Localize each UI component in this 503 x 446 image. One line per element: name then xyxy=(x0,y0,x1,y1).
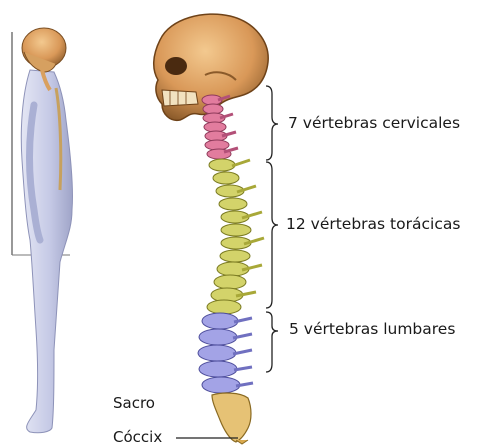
coccyx-label: Cóccix xyxy=(113,430,162,445)
thoracic-vertebrae xyxy=(207,159,264,314)
sacrum-coccyx xyxy=(212,393,251,444)
thoracic-bracket xyxy=(266,162,278,308)
cervical-bracket xyxy=(266,86,278,160)
sacrum-label: Sacro xyxy=(113,396,155,411)
cervical-label: 7 vértebras cervicales xyxy=(288,116,460,132)
thoracic-label: 12 vértebras torácicas xyxy=(286,217,460,233)
human-body-silhouette xyxy=(12,28,73,433)
lumbar-bracket xyxy=(266,312,278,372)
lumbar-vertebrae xyxy=(198,313,253,393)
lumbar-label: 5 vértebras lumbares xyxy=(289,322,455,338)
